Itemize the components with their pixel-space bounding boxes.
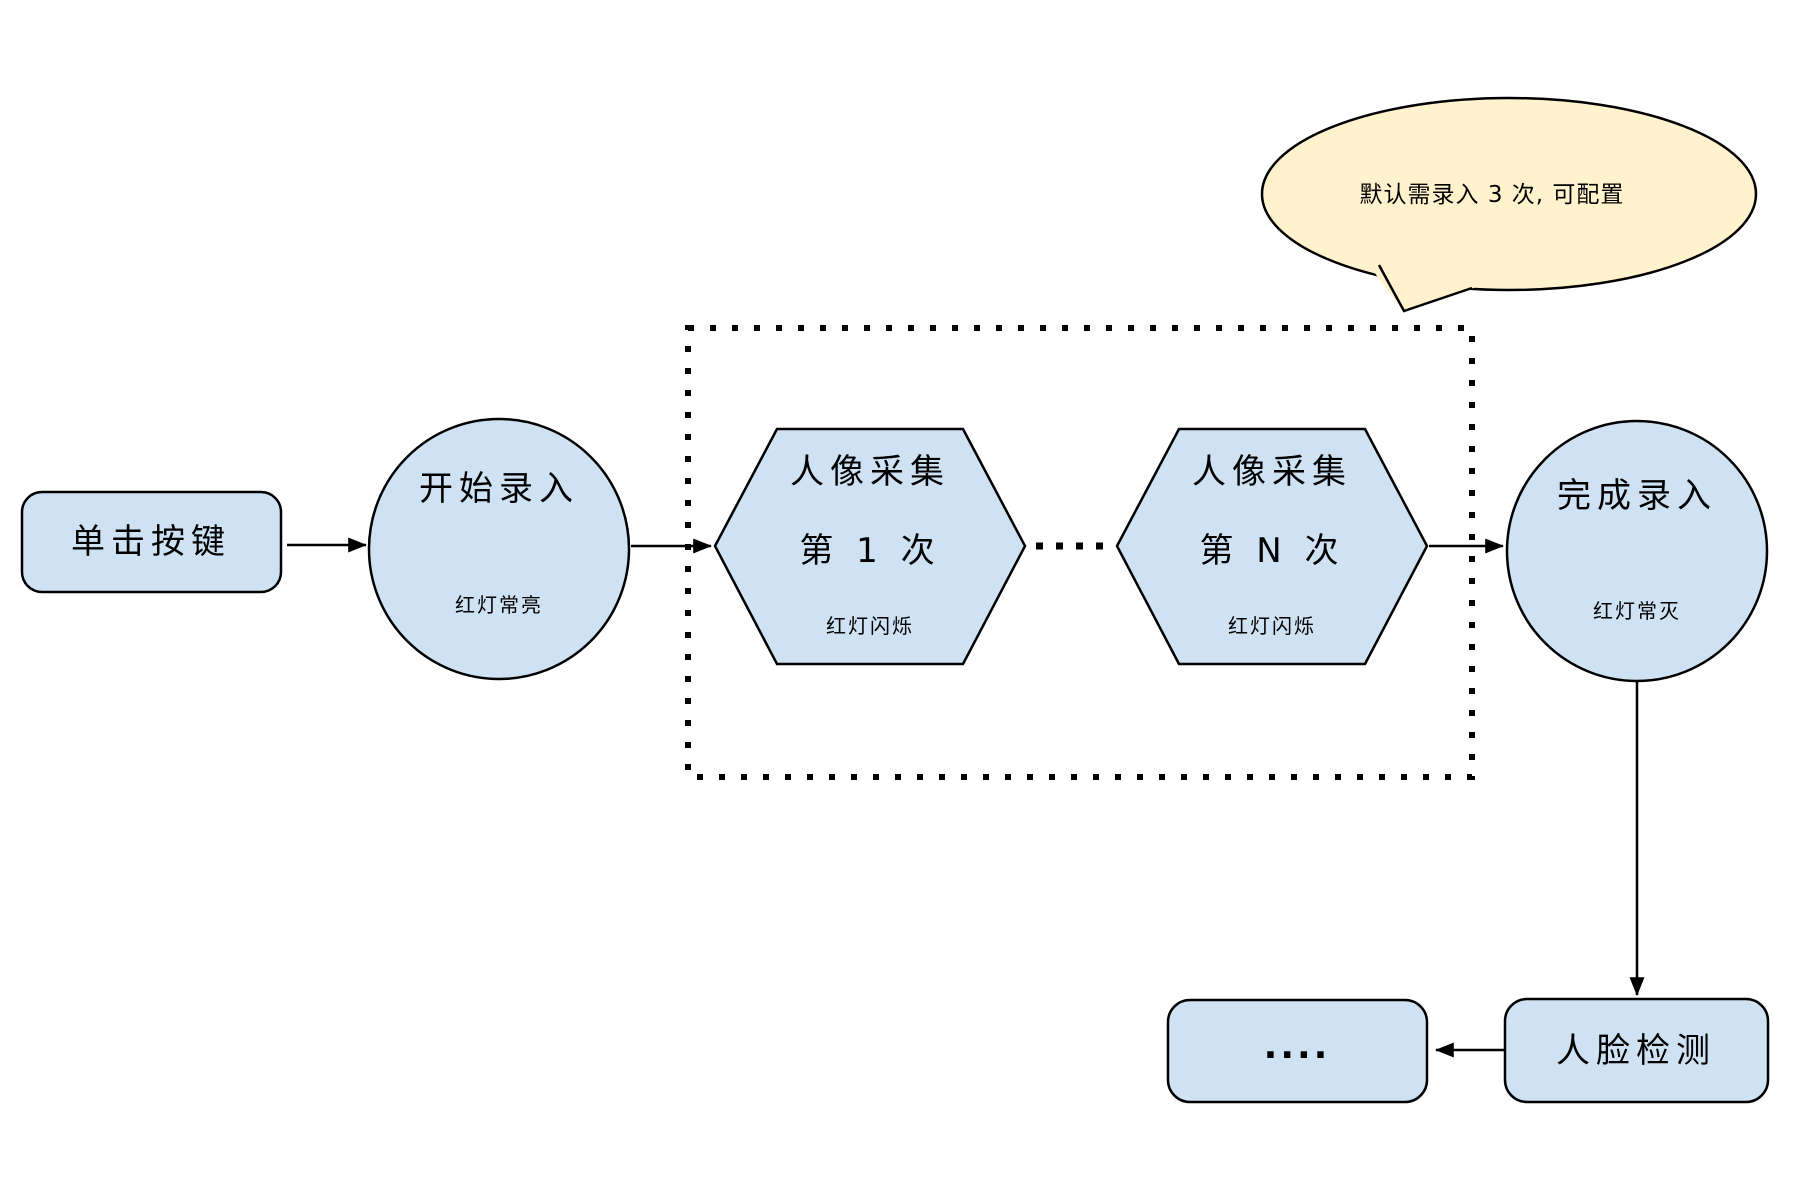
continuation-label: ....: [1264, 1026, 1331, 1067]
callout-bubble: 默认需录入 3 次, 可配置: [1260, 96, 1758, 313]
finish-entry-label: 完成录入: [1557, 476, 1717, 516]
click-button-label: 单击按键: [71, 522, 231, 562]
capture-nth-hexagon: [1115, 427, 1429, 666]
node-capture-nth: 人像采集 第 N 次 红灯闪烁: [1115, 427, 1429, 666]
capture-nth-label: 人像采集: [1192, 452, 1352, 492]
start-entry-status: 红灯常亮: [455, 593, 543, 617]
node-click-button: 单击按键: [20, 490, 283, 594]
node-capture-first: 人像采集 第 1 次 红灯闪烁: [713, 427, 1027, 666]
capture-nth-sequence: 第 N 次: [1199, 531, 1344, 571]
capture-first-hexagon: [713, 427, 1027, 666]
continuation-rect: [1166, 998, 1429, 1104]
callout-text: 默认需录入 3 次, 可配置: [1360, 182, 1625, 208]
face-detection-label: 人脸检测: [1556, 1031, 1716, 1071]
capture-first-status: 红灯闪烁: [826, 614, 914, 638]
callout-tail-fill: [1368, 264, 1482, 312]
start-entry-label: 开始录入: [419, 469, 579, 509]
capture-first-label: 人像采集: [790, 452, 950, 492]
start-entry-circle: [367, 417, 631, 681]
finish-entry-status: 红灯常灭: [1593, 599, 1681, 623]
click-button-rect: [20, 490, 283, 594]
node-start-entry: 开始录入 红灯常亮: [367, 417, 631, 681]
capture-first-sequence: 第 1 次: [799, 531, 940, 571]
finish-entry-circle: [1505, 419, 1769, 683]
node-face-detection: 人脸检测: [1503, 997, 1770, 1104]
node-continuation: ....: [1166, 998, 1429, 1104]
capture-nth-status: 红灯闪烁: [1228, 614, 1316, 638]
callout-tail-outline: [1377, 264, 1473, 313]
callout-ellipse: [1260, 96, 1758, 292]
node-finish-entry: 完成录入 红灯常灭: [1505, 419, 1769, 683]
